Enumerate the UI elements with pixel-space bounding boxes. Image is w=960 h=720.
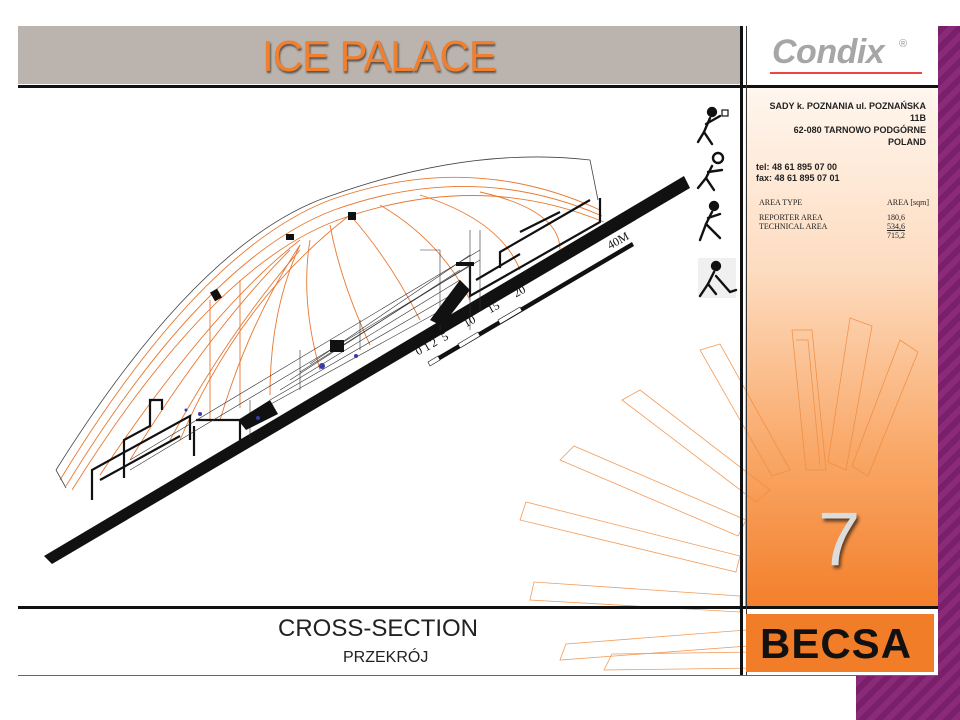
vertical-divider-inner [746,26,747,676]
page-title: ICE PALACE [262,32,497,81]
total-value: 715,2 [887,231,905,240]
logo-underline [770,72,922,74]
area-table-header: AREA TYPE AREA [sqm] [759,198,929,207]
title-band [18,26,740,84]
address-line-2: 62-080 TARNOWO PODGÓRNE [793,125,926,135]
row-value: 180,6 [887,213,905,222]
row-label: REPORTER AREA [759,213,823,222]
fax: fax: 48 61 895 07 01 [756,173,840,183]
info-panel [745,88,938,608]
caption-subtitle: PRZEKRÓJ [343,649,429,666]
brand-box [746,614,934,672]
footer-rule [18,606,938,609]
header-area-sqm: AREA [sqm] [887,198,929,207]
table-row: REPORTER AREA 180,6 [759,213,929,222]
vertical-divider [740,26,743,676]
table-row: TECHNICAL AREA 534,6 [759,222,929,231]
header-rule [18,85,938,88]
bottom-rule [18,675,938,676]
telephone: tel: 48 61 895 07 00 [756,162,838,172]
header-area-type: AREA TYPE [759,198,803,207]
address-line-3: POLAND [888,137,926,147]
row-label: TECHNICAL AREA [759,222,828,231]
condix-logo: Condix [772,33,885,71]
registered-mark: ® [899,38,908,50]
caption-title: CROSS-SECTION [278,615,479,642]
becsa-logo: BECSA [760,620,913,667]
address-line-1: SADY k. POZNANIA ul. POZNAŃSKA 11B [769,101,926,123]
table-total-row: 715,2 [759,231,929,240]
area-table: AREA TYPE AREA [sqm] REPORTER AREA 180,6… [759,198,929,240]
page-number: 7 [818,497,861,582]
row-value: 534,6 [887,222,905,231]
address-block: SADY k. POZNANIA ul. POZNAŃSKA 11B 62-08… [756,100,926,184]
